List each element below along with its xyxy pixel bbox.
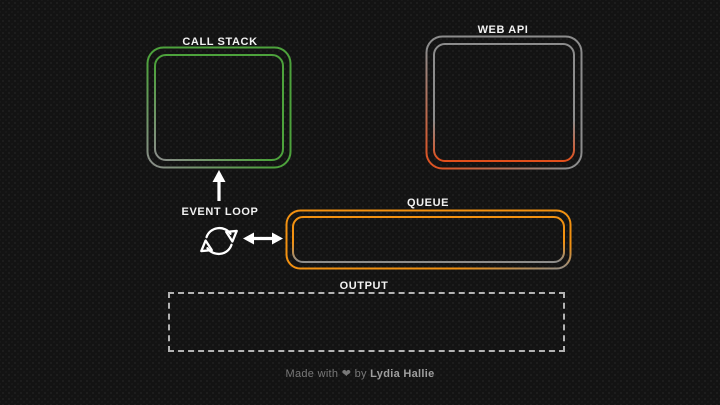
arrow-up-icon (212, 170, 226, 201)
output-label: OUTPUT (339, 280, 389, 292)
event-loop-label: EVENT LOOP (181, 206, 259, 218)
sync-loop-icon (200, 226, 238, 256)
footer-credit: Made with ❤ by Lydia Hallie (0, 367, 720, 380)
footer-prefix: Made with (285, 368, 339, 380)
queue-box (285, 209, 572, 270)
web-api-box (425, 35, 583, 170)
call-stack-label: CALL STACK (182, 36, 258, 48)
queue-label: QUEUE (406, 197, 450, 209)
call-stack-box (146, 46, 292, 169)
footer-by: by (354, 368, 367, 380)
heart-icon: ❤ (341, 368, 352, 380)
web-api-label: WEB API (477, 24, 529, 36)
output-box (168, 292, 565, 352)
footer-author: Lydia Hallie (370, 368, 435, 380)
arrow-left-right-icon (243, 232, 283, 245)
